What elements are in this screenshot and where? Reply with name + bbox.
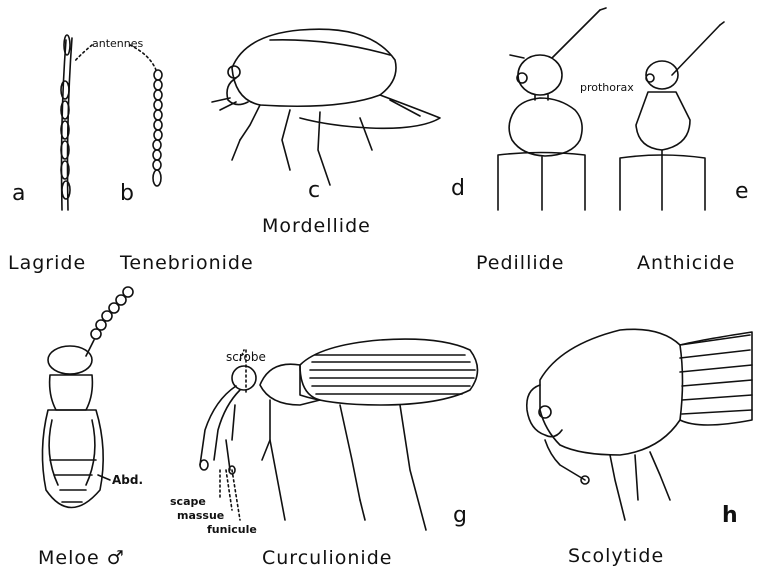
antenna-lagride-drawing (61, 35, 72, 210)
figure-name-scolytide: Scolytide (568, 547, 664, 566)
figure-letter-a: a (12, 183, 25, 205)
figure-letter-g: g (453, 505, 467, 527)
figure-letter-h: h (722, 505, 738, 527)
annotation-scape: scape (170, 496, 206, 507)
figure-name-anthicide: Anthicide (637, 254, 735, 273)
figure-name-tenebrionide: Tenebrionide (120, 254, 254, 273)
figure-name-curculionide: Curculionide (262, 549, 392, 568)
annotation-scrobe: scrobe (226, 351, 266, 363)
figure-name-pedillide: Pedillide (476, 254, 564, 273)
figure-letter-b: b (120, 183, 134, 205)
figure-letter-e: e (735, 181, 749, 203)
antenna-tenebrionide-drawing (153, 70, 162, 186)
annotation-prothorax: prothorax (580, 82, 634, 93)
figure-name-lagride: Lagride (8, 254, 86, 273)
beetle-curculionide-drawing (200, 339, 478, 530)
annotation-antennes: antennes (92, 38, 143, 49)
annotation-funicule: funicule (207, 524, 257, 535)
beetle-mordellide-drawing (212, 29, 440, 185)
beetle-anthicide-drawing (620, 22, 724, 210)
figure-letter-d: d (451, 178, 465, 200)
beetle-pedillide-drawing (498, 8, 606, 210)
beetle-scolytide-drawing (527, 329, 752, 520)
annotation-abd: Abd. (112, 474, 143, 486)
figure-name-mordellide: Mordellide (262, 217, 371, 236)
figure-letter-c: c (308, 180, 320, 202)
annotation-massue: massue (177, 510, 224, 521)
figure-name-meloe: Meloe ♂ (38, 549, 125, 568)
